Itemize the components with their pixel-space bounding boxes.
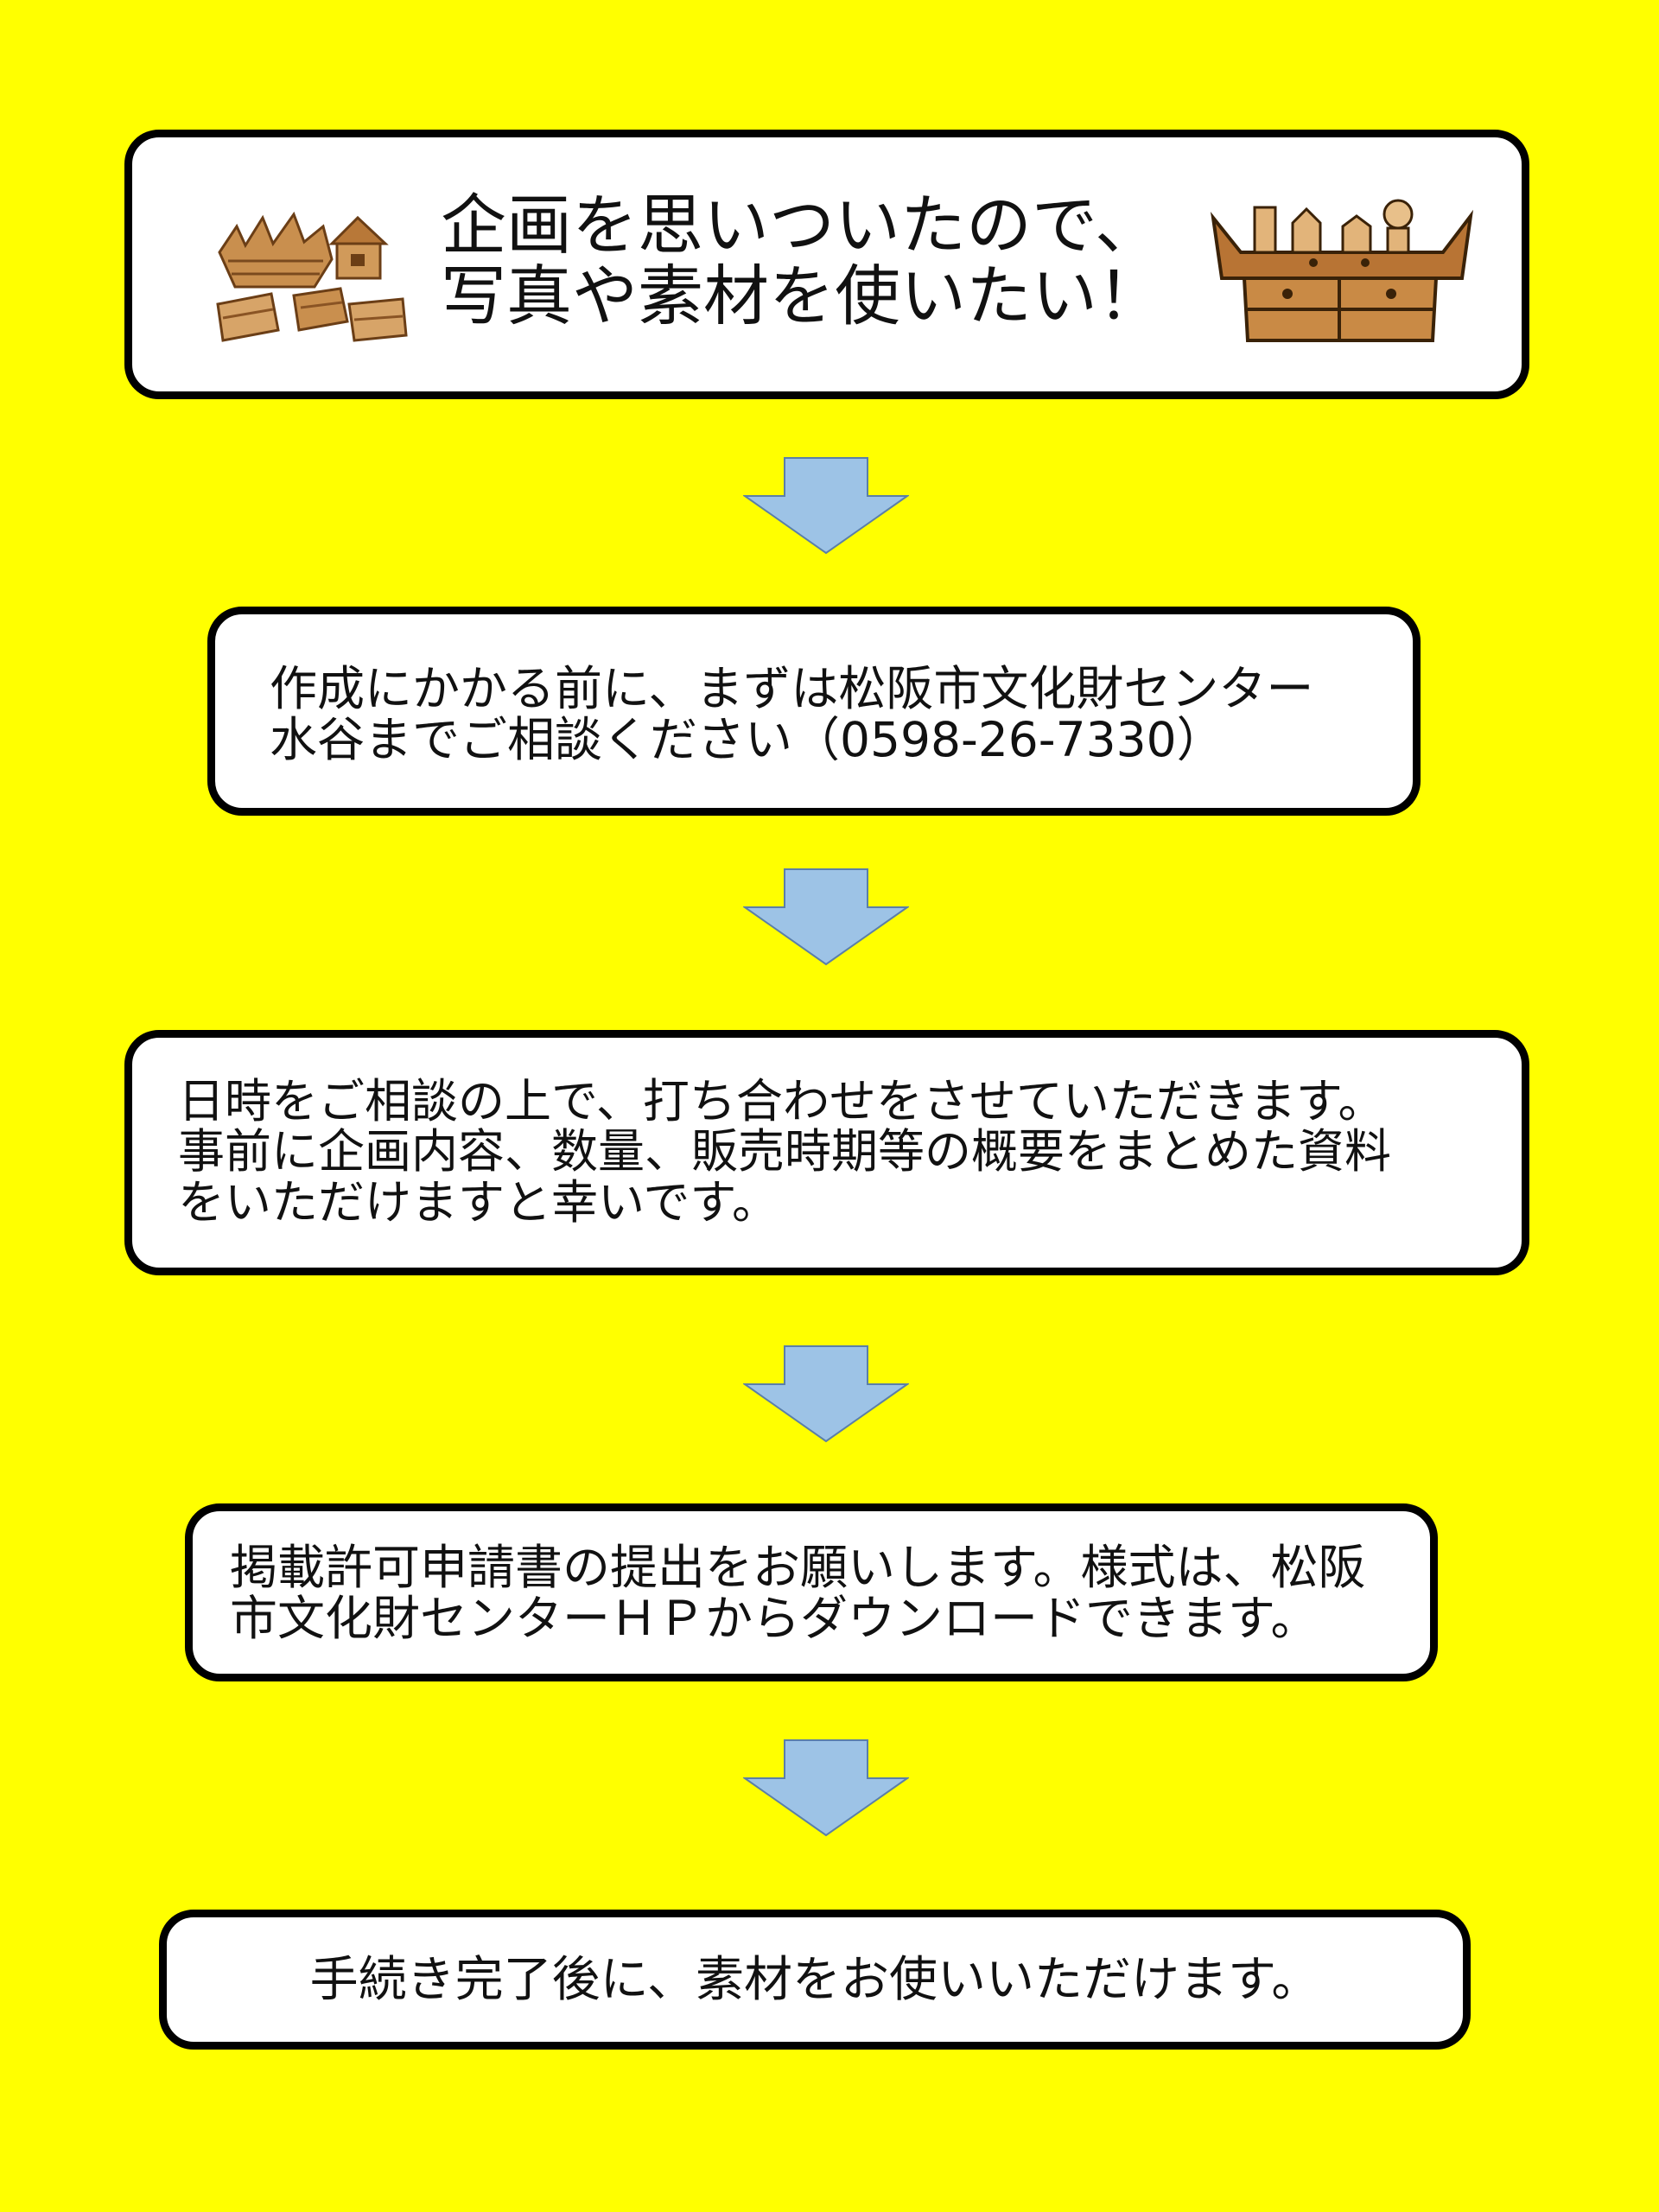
step-4-text: 掲載許可申請書の提出をお願いします。様式は、松阪 市文化財センターＨＰからダウン… [230,1540,1366,1647]
step-1-text: 企画を思いついたので、 写真や素材を使いたい！ [441,187,1163,335]
step-4-box [185,1503,1438,1681]
step-3-text: 日時をご相談の上で、打ち合わせをさせていただきます。 事前に企画内容、数量、販売… [178,1074,1391,1230]
step-3-line-2: 事前に企画内容、数量、販売時期等の概要をまとめた資料 [178,1124,1391,1179]
step-3-line-1: 日時をご相談の上で、打ち合わせをさせていただきます。 [178,1074,1385,1128]
step-3-line-3: をいただけますと幸いです。 [178,1174,779,1230]
step-2-line-1: 作成にかかる前に、まずは松阪市文化財センター [270,661,1314,716]
down-arrow-icon [743,457,909,555]
step-2-box [207,607,1421,816]
step-2-text: 作成にかかる前に、まずは松阪市文化財センター 水谷までご相談ください（0598-… [270,661,1314,768]
step-2-line-2: 水谷までご相談ください（0598-26-7330） [270,712,1224,768]
down-arrow-icon [743,1739,909,1837]
step-5-box [159,1910,1471,2050]
step-5-text: 手続き完了後に、素材をお使いいただけます。 [159,1952,1471,2008]
step-3-box [124,1030,1529,1275]
down-arrow-icon [743,868,909,966]
step-1-line-1: 企画を思いついたので、 [441,187,1160,264]
step-4-line-2: 市文化財センターＨＰからダウンロードできます。 [230,1591,1319,1647]
step-5-line-1: 手続き完了後に、素材をお使いいただけます。 [309,1952,1320,2008]
step-1-line-2: 写真や素材を使いたい！ [441,257,1163,335]
haniwa-boat-illustration [1210,199,1474,342]
step-4-line-1: 掲載許可申請書の提出をお願いします。様式は、松阪 [230,1540,1366,1595]
haniwa-boat-photo [216,211,408,342]
down-arrow-icon [743,1345,909,1443]
